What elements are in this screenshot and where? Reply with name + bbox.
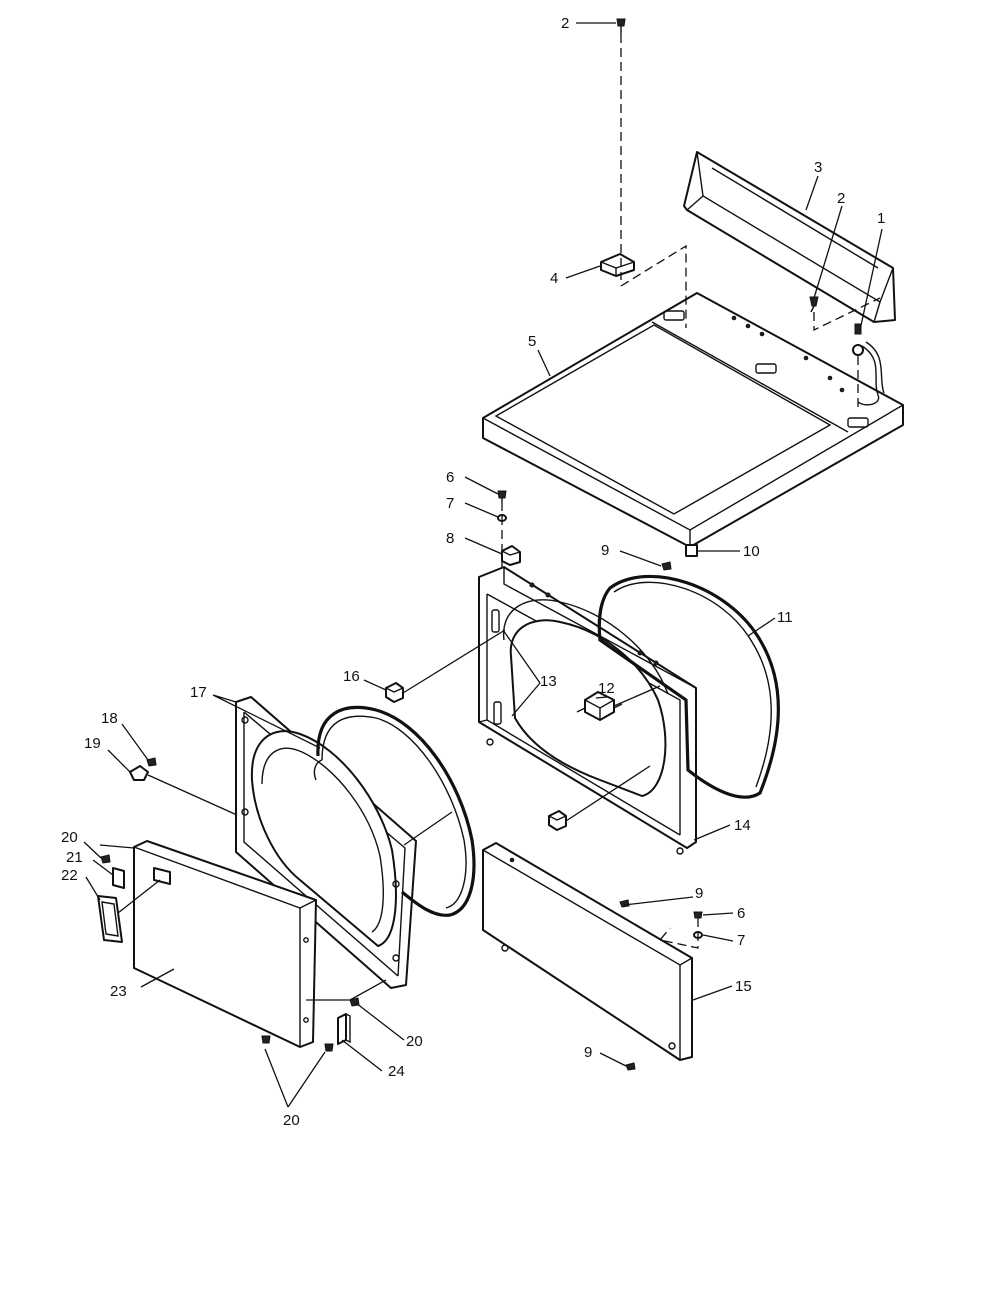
callout-5: 5 (528, 333, 536, 350)
part-control-panel-bracket (683, 151, 896, 323)
callout-20-right: 20 (406, 1033, 423, 1050)
part-screw-20-left (100, 854, 111, 864)
assembly-lines-middle (402, 629, 661, 822)
part-screw-9-middle (619, 899, 630, 908)
part-handle-insert (112, 867, 171, 889)
callout-19: 19 (84, 735, 101, 752)
callout-7-upper: 7 (446, 495, 454, 512)
assembly-line-hinge (147, 774, 238, 816)
callout-2-top: 2 (561, 15, 569, 32)
callout-4: 4 (550, 270, 558, 287)
part-screw-20-bottom-left (261, 1035, 271, 1044)
part-hinge-19 (129, 765, 149, 781)
part-screw-6-upper (497, 490, 507, 502)
callout-1: 1 (877, 210, 885, 227)
callout-20-left: 20 (61, 829, 78, 846)
callout-24: 24 (388, 1063, 405, 1080)
callout-14: 14 (734, 817, 751, 834)
callout-12: 12 (598, 680, 615, 697)
part-cabinet-top (482, 292, 904, 548)
callout-13: 13 (540, 673, 557, 690)
assembly-line-latch (306, 979, 387, 1001)
callout-11: 11 (777, 609, 793, 626)
alignment-lines-top (620, 34, 881, 410)
part-screw-6-lower (693, 911, 703, 919)
callout-20-bottom: 20 (283, 1112, 300, 1129)
part-screw-2-upper (616, 18, 626, 34)
part-clip-16 (385, 682, 404, 703)
callout-3: 3 (814, 159, 822, 176)
callout-10: 10 (743, 543, 760, 560)
part-latch-24 (337, 1013, 351, 1045)
assembly-line-handle (117, 879, 161, 914)
part-door-gasket (313, 705, 476, 917)
part-screw-9-lower (625, 1062, 636, 1071)
callout-18: 18 (101, 710, 118, 727)
callout-22: 22 (61, 867, 78, 884)
callout-2-right: 2 (837, 190, 845, 207)
part-screw-20-bottom-right (324, 1043, 334, 1052)
callout-8: 8 (446, 530, 454, 547)
callout-21: 21 (66, 849, 83, 866)
part-screw-18 (146, 757, 157, 767)
leader-lines (83, 22, 883, 1108)
callout-9-upper: 9 (601, 542, 609, 559)
callout-labels: 1 2 2 3 4 5 6 6 7 7 8 9 9 9 10 11 12 13 … (61, 15, 885, 1129)
part-clip-16-lower (548, 810, 567, 831)
part-clip-8 (501, 545, 521, 566)
alignment-line-lower-panel (658, 918, 699, 949)
part-switch (576, 691, 623, 721)
part-outer-door (133, 840, 317, 1048)
callout-16: 16 (343, 668, 360, 685)
part-clip-4 (600, 253, 635, 277)
part-clip-10 (685, 544, 698, 557)
callout-9-middle: 9 (695, 885, 703, 902)
callout-17: 17 (190, 684, 207, 701)
part-handle-bezel (97, 895, 123, 943)
part-lower-front-panel (482, 842, 693, 1061)
assembly-line-door (403, 811, 453, 846)
callout-23: 23 (110, 983, 127, 1000)
callout-6-lower: 6 (737, 905, 745, 922)
part-drum-seal (597, 574, 780, 799)
callout-15: 15 (735, 978, 752, 995)
part-screw-9-upper (661, 561, 672, 571)
part-screw-2-lower (809, 296, 819, 313)
part-inner-door (235, 696, 417, 989)
callout-7-lower: 7 (737, 932, 745, 949)
callout-6-upper: 6 (446, 469, 454, 486)
part-wire-terminal (852, 323, 885, 406)
callout-9-lower: 9 (584, 1044, 592, 1061)
